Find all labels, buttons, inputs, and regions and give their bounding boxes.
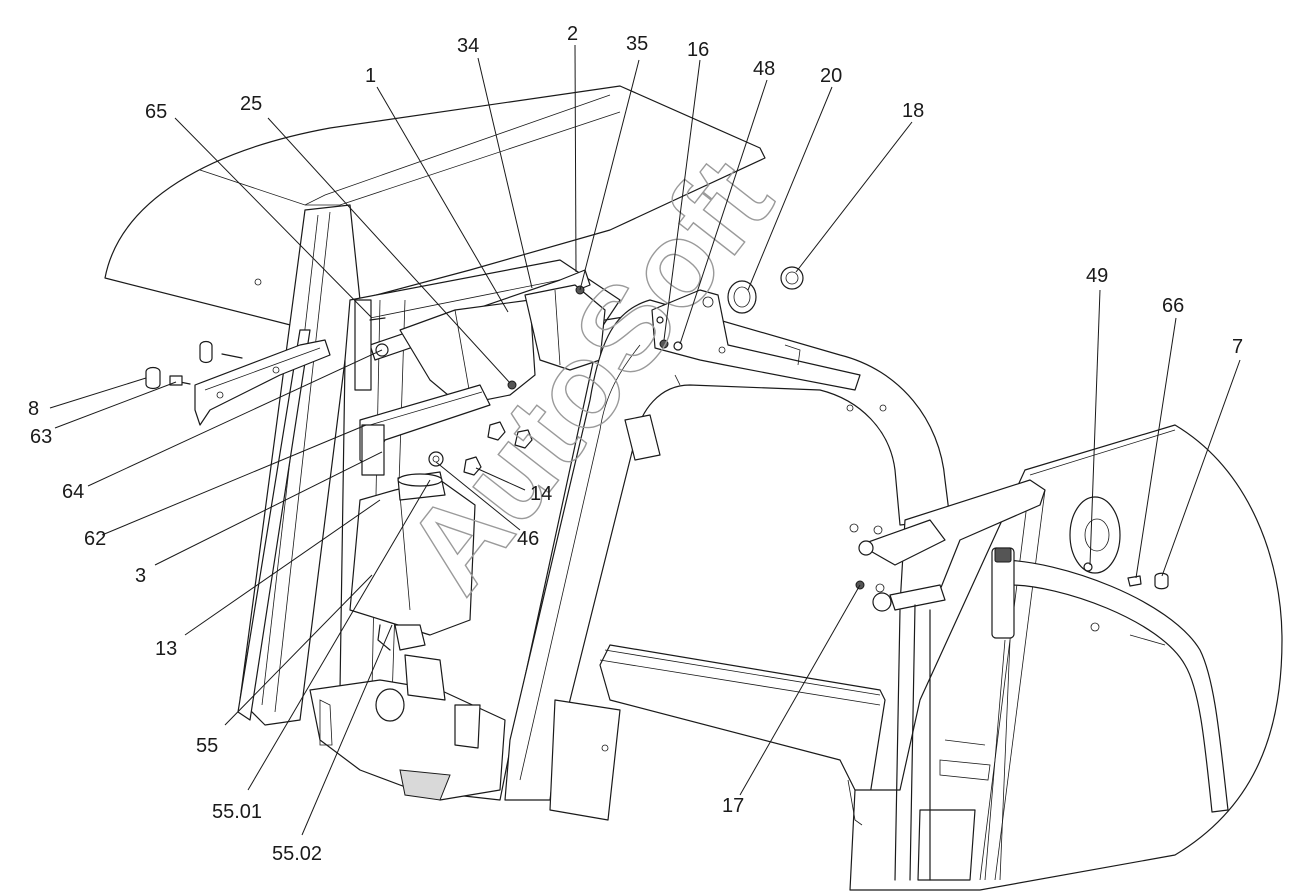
hinge-plate [651, 289, 887, 412]
callout-8: 8 [28, 398, 39, 420]
grommets [727, 266, 804, 314]
callout-63: 63 [30, 426, 52, 448]
callout-labels: 65 25 1 34 2 35 16 48 20 18 49 66 7 8 63… [28, 23, 1243, 865]
callout-2: 2 [567, 23, 578, 45]
callout-17: 17 [722, 795, 744, 817]
right-body-panel [849, 424, 1283, 891]
callout-20: 20 [820, 65, 842, 87]
callout-55-02: 55.02 [272, 843, 322, 865]
callout-25: 25 [240, 93, 262, 115]
door-frame [504, 299, 951, 821]
callout-14: 14 [530, 483, 552, 505]
callout-49: 49 [1086, 265, 1108, 287]
callout-3: 3 [135, 565, 146, 587]
left-bracket [145, 339, 331, 426]
mounting-rail [359, 384, 533, 506]
leader-lines [49, 44, 1241, 836]
callout-35: 35 [626, 33, 648, 55]
callout-55-01: 55.01 [212, 801, 262, 823]
callout-18: 18 [902, 100, 924, 122]
callout-55: 55 [196, 735, 218, 757]
callout-16: 16 [687, 39, 709, 61]
right-door [847, 479, 1229, 881]
wiper-motor-assembly [354, 269, 635, 406]
callout-62: 62 [84, 528, 106, 550]
callout-65: 65 [145, 101, 167, 123]
callout-34: 34 [457, 35, 479, 57]
callout-7: 7 [1232, 336, 1243, 358]
callout-1: 1 [365, 65, 376, 87]
callout-66: 66 [1162, 295, 1184, 317]
callout-13: 13 [155, 638, 177, 660]
left-pillar [237, 204, 361, 726]
callout-48: 48 [753, 58, 775, 80]
callout-64: 64 [62, 481, 84, 503]
washer-reservoir [349, 471, 476, 701]
callout-46: 46 [517, 528, 539, 550]
